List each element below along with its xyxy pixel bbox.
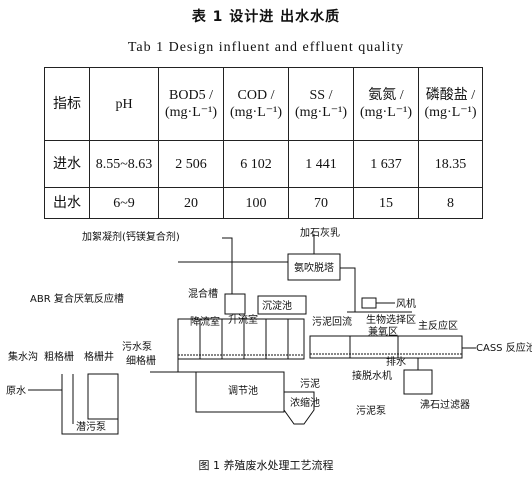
header-ss: SS / (mg·L⁻¹): [288, 67, 354, 141]
cass-reactor: [309, 335, 463, 359]
label-fan: 风机: [396, 297, 416, 310]
label-sump-pump: 潜污泵: [76, 420, 106, 433]
zeolite-filter: [403, 369, 433, 395]
cell: 2 506: [158, 140, 224, 188]
cell: 1 441: [288, 140, 354, 188]
screen-well: [87, 373, 119, 420]
table-row-influent: 进水 8.55~8.63 2 506 6 102 1 441 1 637 18.…: [44, 140, 483, 188]
cell: 6~9: [89, 187, 159, 219]
header-indicator: 指标: [44, 67, 90, 141]
table-row-effluent: 出水 6~9 20 100 70 15 8: [44, 187, 483, 219]
label-upflow: 升流室: [228, 313, 258, 326]
abr-reactor: [177, 318, 305, 360]
label-screen-well: 格栅井: [84, 350, 114, 363]
cell: 出水: [44, 187, 90, 219]
thickener: [283, 391, 315, 425]
header-ammonia: 氨氮 / (mg·L⁻¹): [353, 67, 419, 141]
label-settling: 沉淀池: [262, 299, 292, 312]
process-flow-diagram: 加絮凝剂(钙镁复合剂) 加石灰乳 氨吹脱塔 ABR 复合厌氧反应槽 混合槽 风机…: [6, 226, 532, 435]
cell: 18.35: [418, 140, 483, 188]
figure-caption: 图 1 养殖废水处理工艺流程: [198, 459, 334, 472]
label-sludge-return: 污泥回流: [312, 315, 352, 328]
label-flocculant: 加絮凝剂(钙镁复合剂): [82, 230, 180, 243]
label-downflow: 降流室: [190, 315, 220, 328]
mixing-tank: [224, 293, 246, 315]
cell: 1 637: [353, 140, 419, 188]
label-anoxic: 兼氧区: [368, 325, 398, 338]
header-phosphate: 磷酸盐 / (mg·L⁻¹): [418, 67, 483, 141]
label-equalization: 调节池: [228, 384, 258, 397]
header-bod5: BOD5 / (mg·L⁻¹): [158, 67, 224, 141]
cell: 70: [288, 187, 354, 219]
label-fine: 细格栅: [126, 354, 156, 367]
header-ph: pH: [89, 67, 159, 141]
water-quality-table: 指标 pH BOD5 / (mg·L⁻¹) COD / (mg·L⁻¹) SS …: [44, 67, 483, 219]
cell: 8.55~8.63: [89, 140, 159, 188]
label-bio-select: 生物选择区: [366, 313, 416, 326]
cell: 8: [418, 187, 483, 219]
label-sewage-pump: 污水泵: [122, 341, 152, 353]
label-sludge-pump: 污泥泵: [356, 404, 386, 417]
label-sludge: 污泥: [300, 377, 320, 390]
label-dewater: 接脱水机: [352, 369, 392, 382]
label-lime: 加石灰乳: [300, 226, 340, 239]
cell: 进水: [44, 140, 90, 188]
cell: 15: [353, 187, 419, 219]
label-drain: 排水: [386, 355, 406, 368]
label-collector: 集水沟: [8, 350, 38, 363]
cell: 20: [158, 187, 224, 219]
label-stripping: 氨吹脱塔: [294, 261, 334, 274]
label-abr: ABR 复合厌氧反应槽: [30, 292, 124, 305]
label-zeolite: 沸石过滤器: [420, 398, 470, 411]
header-cod: COD / (mg·L⁻¹): [223, 67, 289, 141]
label-cass: CASS 反应池: [476, 341, 532, 354]
settling-tank: [257, 295, 307, 315]
label-raw: 原水: [6, 385, 26, 397]
label-thickener: 浓缩池: [290, 396, 320, 409]
label-mixing: 混合槽: [188, 287, 218, 300]
table-caption-en: Tab 1 Design influent and effluent quali…: [127, 40, 405, 55]
table-caption-cn: 表 1 设计进 出水水质: [191, 9, 341, 25]
table-header-row: 指标 pH BOD5 / (mg·L⁻¹) COD / (mg·L⁻¹) SS …: [44, 67, 483, 141]
label-coarse: 粗格栅: [44, 350, 74, 363]
cell: 100: [223, 187, 289, 219]
label-main-reaction: 主反应区: [418, 319, 458, 332]
cell: 6 102: [223, 140, 289, 188]
